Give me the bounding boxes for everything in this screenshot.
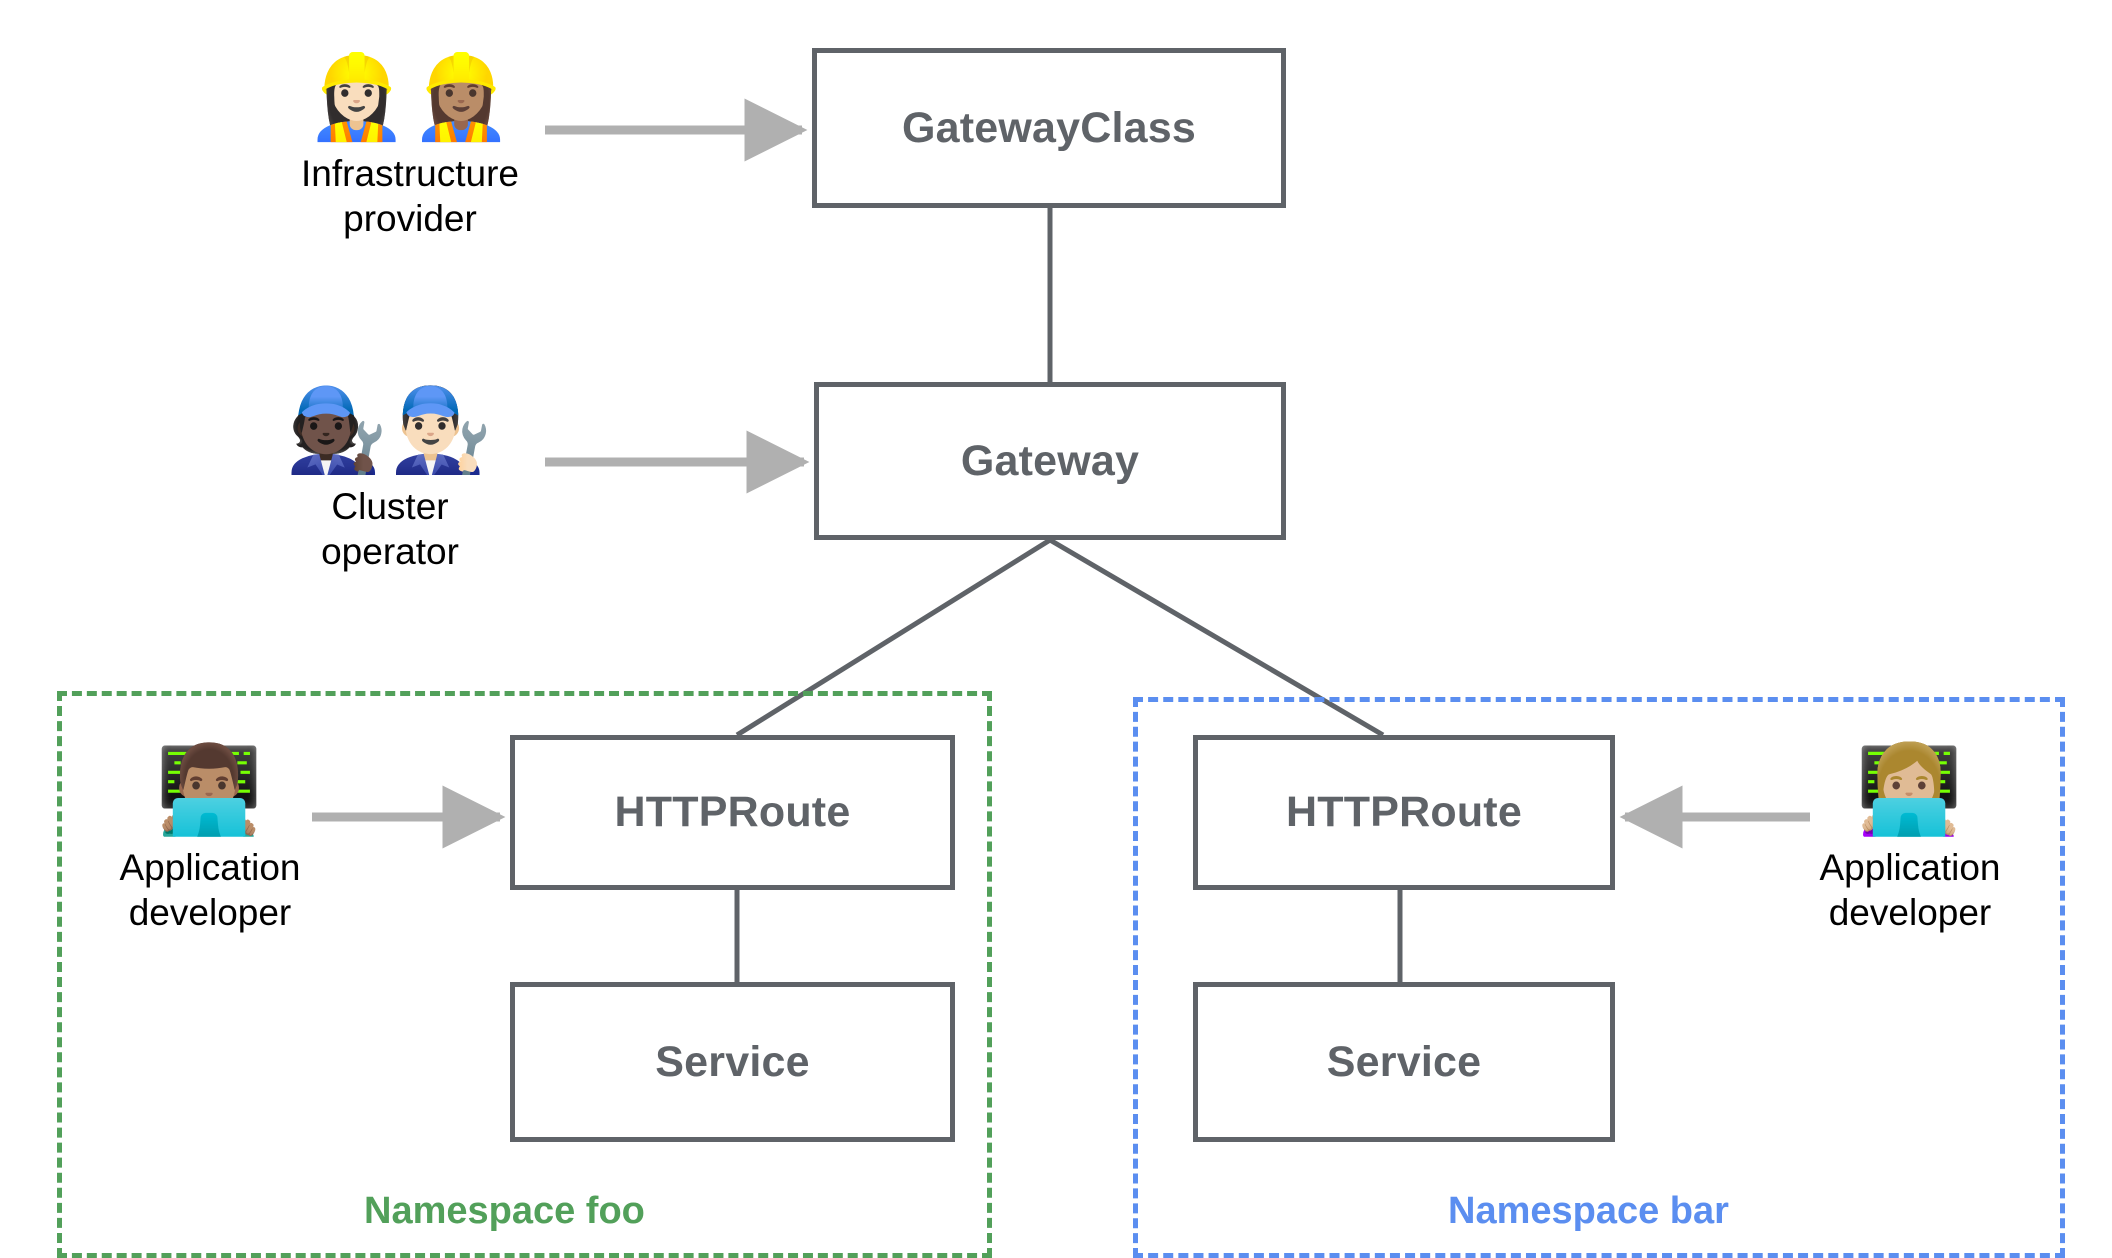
construction-worker-icon: 👷🏻‍♀️👷🏽‍♀️ [305,50,515,145]
persona-app-developer-foo: 👨🏽‍💻 Application developer [90,745,330,936]
namespace-bar-label: Namespace bar [1448,1190,1729,1232]
httproute-bar-label: HTTPRoute [1286,788,1522,836]
namespace-foo-boundary [57,691,992,1258]
namespace-foo-label: Namespace foo [364,1190,645,1232]
app-developer-foo-caption: Application developer [119,847,301,934]
service-bar-label: Service [1326,1037,1482,1086]
httproute-bar-box[interactable]: HTTPRoute [1193,735,1615,890]
persona-cluster-operator: 🧑🏿‍🔧👨🏻‍🔧 Cluster operator [250,383,530,574]
persona-infrastructure-provider: 👷🏻‍♀️👷🏽‍♀️ Infrastructure provider [270,50,550,241]
gatewayclass-box[interactable]: GatewayClass [812,48,1286,208]
infrastructure-provider-caption: Infrastructure provider [301,153,519,240]
cluster-operator-caption: Cluster operator [321,486,459,573]
service-foo-box[interactable]: Service [510,982,955,1142]
woman-technologist-icon: 👩🏼‍💻 [1855,740,1965,840]
gatewayclass-label: GatewayClass [901,103,1196,152]
app-developer-bar-caption: Application developer [1819,847,2001,934]
namespace-bar-boundary [1133,697,2065,1258]
persona-app-developer-bar: 👩🏼‍💻 Application developer [1790,745,2030,936]
httproute-foo-label: HTTPRoute [614,788,851,836]
httproute-foo-box[interactable]: HTTPRoute [510,735,955,890]
man-technologist-icon: 👨🏽‍💻 [155,740,265,840]
service-bar-box[interactable]: Service [1193,982,1615,1142]
gateway-box[interactable]: Gateway [814,382,1286,540]
mechanic-icon: 🧑🏿‍🔧👨🏻‍🔧 [285,383,495,478]
service-foo-label: Service [655,1037,810,1086]
gateway-label: Gateway [960,436,1140,485]
